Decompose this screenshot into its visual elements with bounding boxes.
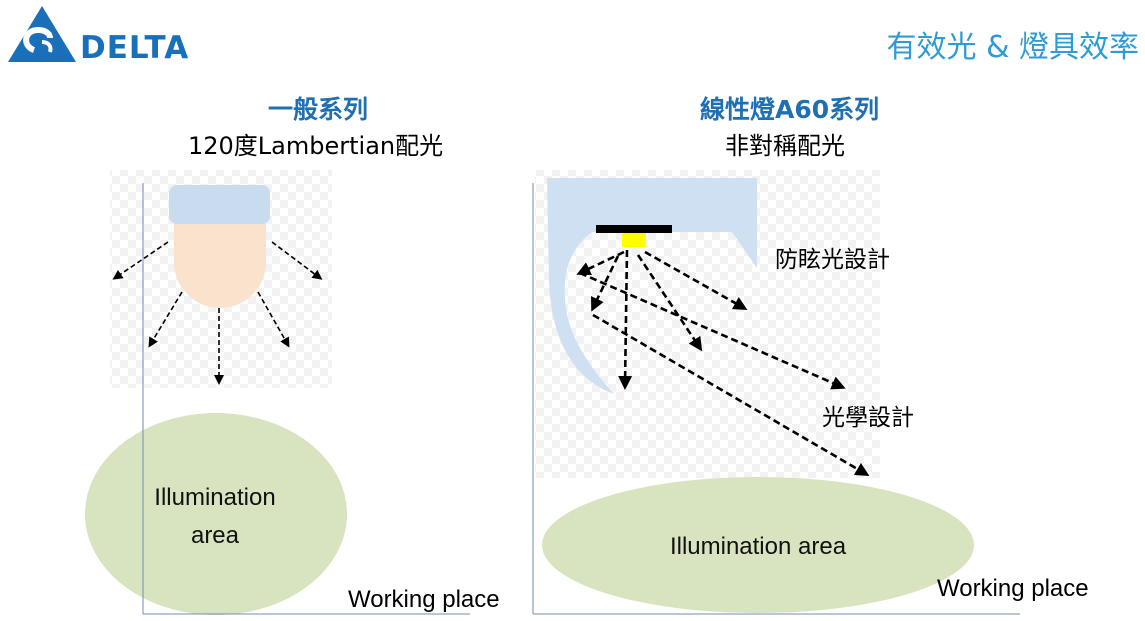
- delta-triangle-logo-icon: [8, 6, 76, 62]
- slide-title: 有效光 & 燈具效率: [886, 30, 1139, 65]
- right-illumination-label: Illumination area: [669, 533, 847, 560]
- left-illumination-label-line2: area: [190, 522, 240, 549]
- left-ray-left: [112, 241, 169, 280]
- left-illumination-label-line1: Illumination: [154, 484, 276, 511]
- right-ray-reflected-upper: [579, 271, 846, 390]
- right-illumination-area: [542, 477, 974, 613]
- led-chip: [622, 233, 646, 247]
- right-working-place-label: Working place: [937, 575, 1089, 602]
- right-ray-upper-right: [644, 250, 748, 310]
- right-ray-left: [576, 250, 625, 276]
- left-panel-title: 一般系列: [268, 95, 369, 124]
- left-working-place-label: Working place: [348, 586, 500, 613]
- right-panel-title: 線性燈A60系列: [700, 95, 880, 124]
- left-ray-lower-right: [257, 291, 290, 348]
- left-illumination-area: [85, 413, 347, 615]
- left-axes: [142, 183, 470, 615]
- right-ray-reflector-down: [591, 255, 620, 312]
- logo-text: DELTA: [80, 30, 190, 66]
- right-axes: [532, 183, 1020, 615]
- right-ray-down: [618, 249, 633, 390]
- right-ray-mid: [636, 254, 703, 352]
- left-panel-subtitle: 120度Lambertian配光: [188, 132, 444, 160]
- led-board: [596, 225, 672, 233]
- left-lamp-bulb: [174, 222, 266, 308]
- left-ray-right: [271, 241, 323, 280]
- left-illumination-label: Illumination area: [132, 484, 298, 550]
- right-light-rays: [576, 249, 870, 477]
- right-panel-subtitle: 非對稱配光: [725, 132, 845, 160]
- optical-design-label: 光學設計: [822, 405, 914, 431]
- left-ray-lower-left: [148, 291, 183, 348]
- anti-glare-design-label: 防眩光設計: [775, 247, 890, 273]
- right-ray-reflected-lower: [592, 313, 870, 477]
- left-lamp-cap: [169, 185, 270, 224]
- left-light-rays: [112, 241, 323, 385]
